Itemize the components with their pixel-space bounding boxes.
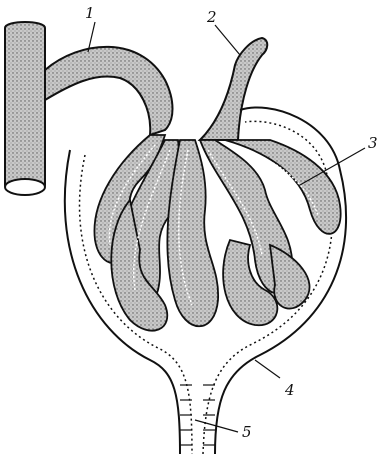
label-4: 4 <box>284 381 295 399</box>
efferent-arteriole <box>200 38 267 140</box>
label-3: 3 <box>368 134 378 152</box>
label-5: 5 <box>242 423 252 441</box>
label-2: 2 <box>206 8 217 26</box>
tubule-cells <box>180 385 215 445</box>
large-vessel <box>5 22 45 195</box>
afferent-arteriole <box>45 47 173 135</box>
label-1: 1 <box>85 4 95 22</box>
